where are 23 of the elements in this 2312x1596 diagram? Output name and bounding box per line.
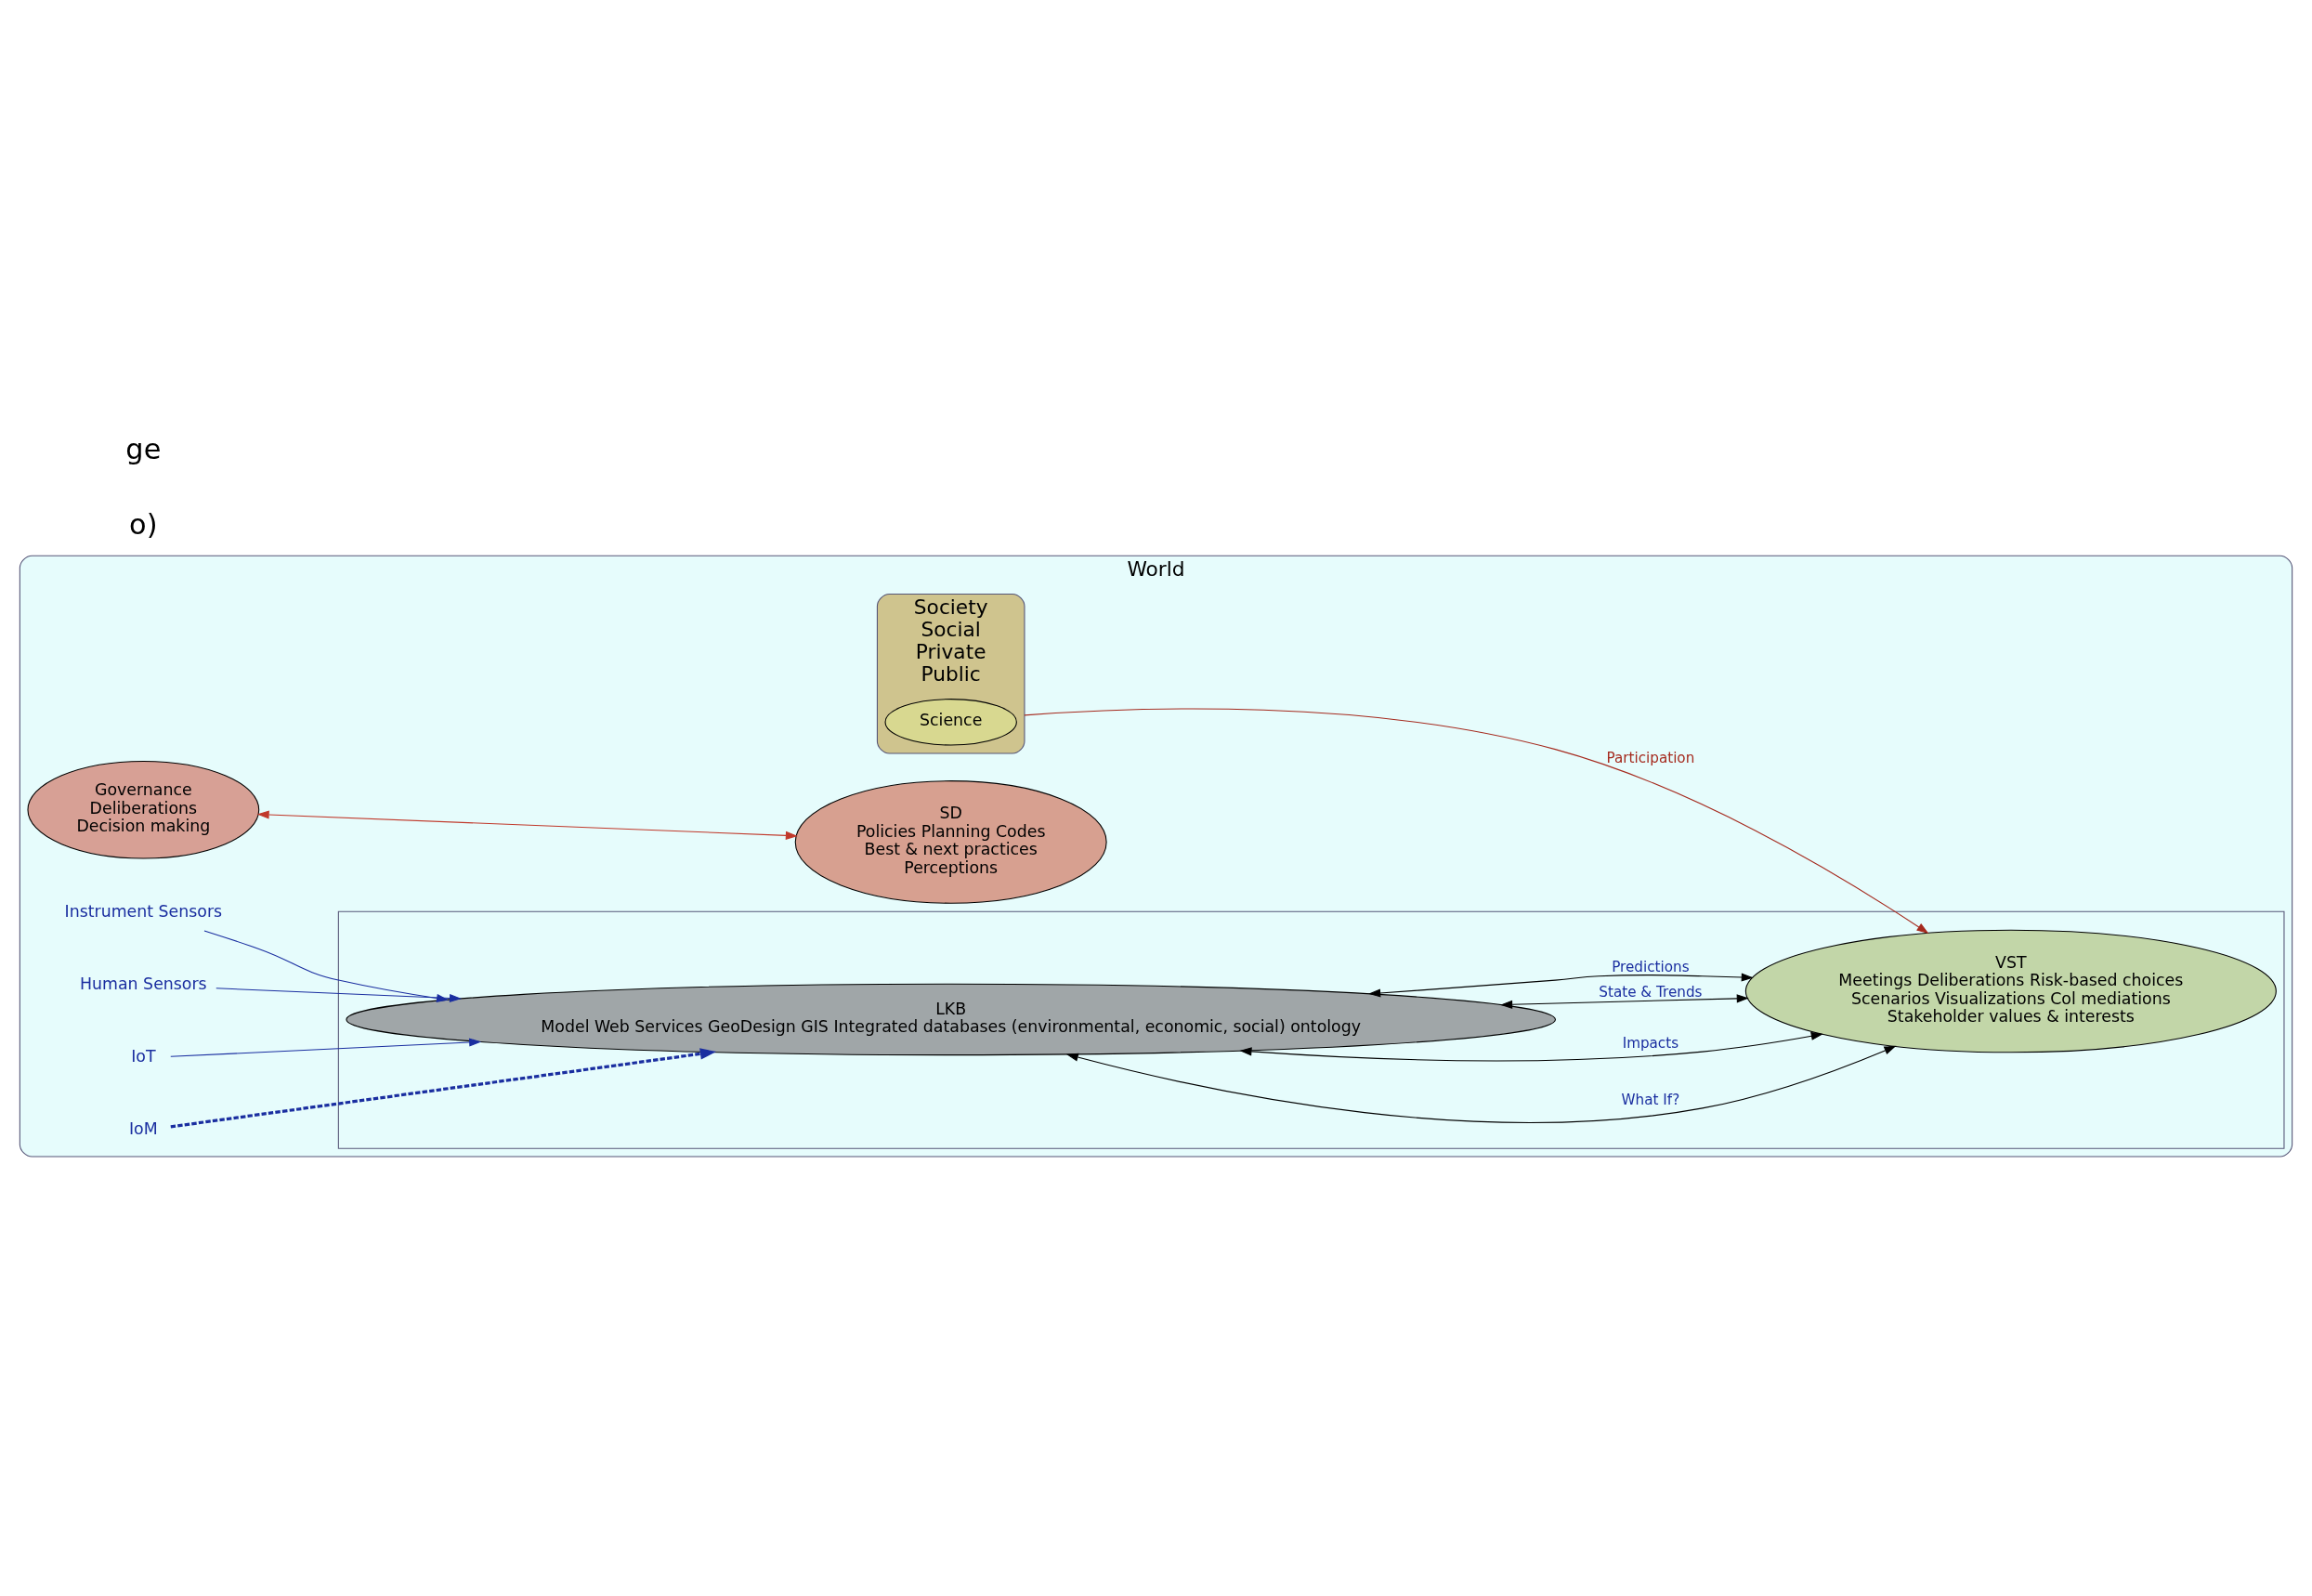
- node-text: IoM: [128, 1119, 158, 1138]
- edge-label: State & Trends: [1599, 983, 1703, 1001]
- arrow: [1368, 972, 1754, 997]
- node-text: Instrument Sensors: [64, 901, 223, 921]
- node-ellipse: Science: [884, 698, 1017, 746]
- node-ellipse: SD Policies Planning Codes Best & next practices Perceptions: [794, 779, 1107, 904]
- label: ge: [125, 432, 162, 465]
- cluster: [337, 910, 2285, 1149]
- edge-label: Impacts: [1622, 1034, 1679, 1052]
- arrow: [170, 1037, 482, 1057]
- arrow: [1239, 1031, 1823, 1061]
- arrow: [1024, 708, 1929, 934]
- arrow: [1500, 993, 1749, 1009]
- node-ellipse: Governance Deliberations Decision making: [27, 760, 260, 859]
- node-text: Human Sensors: [80, 974, 207, 993]
- arrow: [1065, 1045, 1897, 1123]
- arrow: [170, 1047, 717, 1128]
- edge-label: Predictions: [1612, 958, 1690, 975]
- node-text: IoT: [131, 1046, 156, 1066]
- edge-label: Participation: [1606, 749, 1695, 766]
- label: o): [129, 507, 158, 541]
- arrow: [256, 810, 798, 840]
- edge-label: What If?: [1621, 1091, 1680, 1108]
